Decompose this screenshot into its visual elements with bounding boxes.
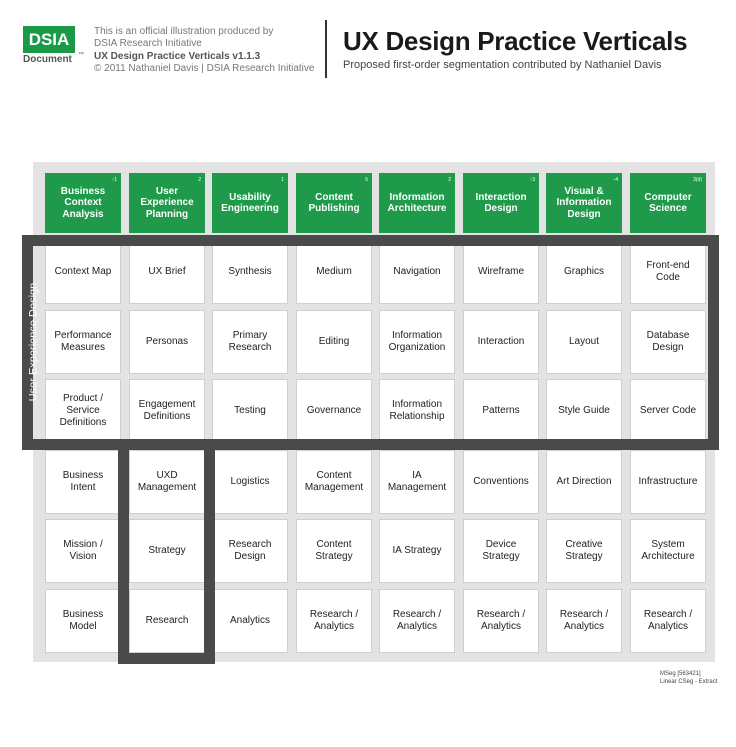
practice-cell: Infrastructure (630, 450, 706, 514)
practice-cell: Logistics (212, 450, 288, 514)
column-header: Visual & Information Design↑4 (546, 173, 622, 233)
practice-cell: Information Organization (379, 310, 455, 374)
footnote: MSeg [563421] Linear CSeg - Extract (660, 670, 717, 686)
practice-cell: Context Map (45, 240, 121, 304)
footnote-line-2: Linear CSeg - Extract (660, 679, 718, 685)
practice-cell: Information Relationship (379, 379, 455, 443)
practice-cell: Content Management (296, 450, 372, 514)
logo-subtitle: Document (23, 54, 72, 65)
practice-cell: Content Strategy (296, 519, 372, 583)
practice-cell: Style Guide (546, 379, 622, 443)
practice-cell: Testing (212, 379, 288, 443)
practice-cell: Research / Analytics (379, 589, 455, 653)
column-code: 2 (198, 177, 201, 183)
ux-planning-frame (118, 439, 215, 664)
column-header: Content Publishing 5 (296, 173, 372, 233)
practice-cell: Editing (296, 310, 372, 374)
column-code: 2 (448, 177, 451, 183)
practice-cell: Navigation (379, 240, 455, 304)
column-header: Computer Science 3(d) (630, 173, 706, 233)
practice-cell: Device Strategy (463, 519, 539, 583)
notice-line-1: This is an official illustration produce… (94, 26, 274, 37)
practice-cell: Business Intent (45, 450, 121, 514)
notice-line-3: UX Design Practice Verticals v1.1.3 (94, 50, 261, 62)
column-code: 3(d) (693, 177, 702, 183)
practice-cell: UXD Management (129, 450, 205, 514)
practice-cell: Synthesis (212, 240, 288, 304)
ux-design-label: User Experience Design (22, 236, 44, 448)
footnote-line-1: MSeg [563421] (660, 671, 701, 677)
practice-cell: Medium (296, 240, 372, 304)
practice-cell: System Architecture (630, 519, 706, 583)
column-header-label: Content Publishing (308, 191, 360, 215)
notice-line-4: © 2011 Nathaniel Davis | DSIA Research I… (94, 62, 315, 74)
practice-cell: Research / Analytics (546, 589, 622, 653)
official-notice: This is an official illustration produce… (94, 26, 314, 75)
practice-cell: Analytics (212, 589, 288, 653)
practice-cell: IA Management (379, 450, 455, 514)
practice-cell: Graphics (546, 240, 622, 304)
column-header-label: Usability Engineering (221, 191, 279, 215)
column-header-label: Business Context Analysis (60, 185, 106, 220)
practice-cell: Server Code (630, 379, 706, 443)
practice-cell: Product / Service Definitions (45, 379, 121, 443)
column-header-label: Information Architecture (387, 191, 447, 215)
practice-cell: Research / Analytics (296, 589, 372, 653)
practice-cell: Primary Research (212, 310, 288, 374)
practice-cell: Research (129, 589, 205, 653)
ux-design-label-text: User Experience Design (27, 282, 39, 402)
practice-cell: Engagement Definitions (129, 379, 205, 443)
column-header: User Experience Planning 2 (129, 173, 205, 233)
page-subtitle: Proposed first-order segmentation contri… (343, 59, 662, 71)
practice-cell: Strategy (129, 519, 205, 583)
column-code: ↑3 (529, 177, 535, 183)
column-header: Usability Engineering 1 (212, 173, 288, 233)
practice-cell: Performance Measures (45, 310, 121, 374)
practice-cell: Wireframe (463, 240, 539, 304)
practice-cell: Business Model (45, 589, 121, 653)
practice-cell: Personas (129, 310, 205, 374)
practice-cell: Database Design (630, 310, 706, 374)
practice-cell: Creative Strategy (546, 519, 622, 583)
notice-line-2: DSIA Research Initiative (94, 38, 202, 50)
practice-cell: Research / Analytics (463, 589, 539, 653)
trademark-mark: ™ (78, 52, 84, 58)
column-header: Information Architecture 2 (379, 173, 455, 233)
column-header-label: Visual & Information Design (556, 185, 612, 220)
practice-cell: Research Design (212, 519, 288, 583)
column-code: ↑1 (111, 177, 117, 183)
practice-cell: Interaction (463, 310, 539, 374)
header-divider (325, 20, 327, 78)
practice-cell: Research / Analytics (630, 589, 706, 653)
practice-cell: Art Direction (546, 450, 622, 514)
column-code: 5 (365, 177, 368, 183)
page-title: UX Design Practice Verticals (343, 26, 688, 56)
column-header: Interaction Design ↑3 (463, 173, 539, 233)
practice-cell: Governance (296, 379, 372, 443)
practice-cell: Layout (546, 310, 622, 374)
column-header-label: Interaction Design (475, 191, 527, 215)
column-code: 1 (281, 177, 284, 183)
column-header: Business Context Analysis ↑1 (45, 173, 121, 233)
column-header-label: Computer Science (644, 191, 692, 215)
column-code: ↑4 (612, 177, 618, 183)
ux-design-frame (22, 235, 719, 450)
practice-cell: Mission / Vision (45, 519, 121, 583)
dsia-logo: DSIA (23, 26, 75, 53)
practice-cell: Conventions (463, 450, 539, 514)
column-header-label: User Experience Planning (140, 185, 194, 220)
practice-cell: IA Strategy (379, 519, 455, 583)
